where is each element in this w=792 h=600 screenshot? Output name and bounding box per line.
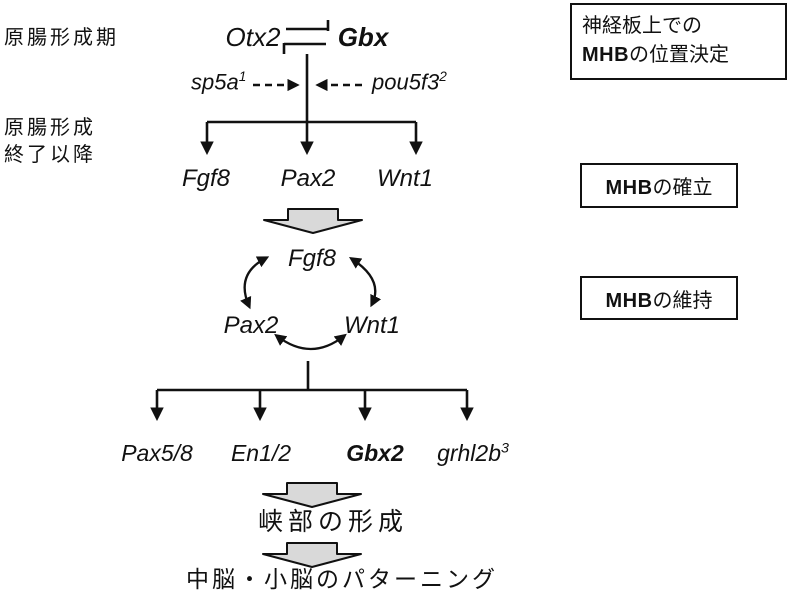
mutual-inhibition-symbol (282, 20, 330, 54)
annotation-establishment-rest: の確立 (652, 177, 713, 199)
maintenance-loop-arrows (240, 256, 382, 350)
gene-grhl2b-footnote: 3 (501, 440, 509, 457)
establishment-branch (200, 120, 423, 156)
gene-pax2-loop: Pax2 (223, 312, 279, 339)
annotation-maintenance-rest: の維持 (652, 289, 713, 312)
stage-label-post-gastrulation-line2: 終了以降 (4, 144, 96, 166)
gene-wnt1-tier1: Wnt1 (376, 165, 434, 192)
block-arrow-to-patterning (262, 542, 362, 568)
annotation-positioning-line1: 神経板上での (582, 15, 702, 37)
outcome-midbrain-cerebellum-patterning: 中脳・小脳のパターニング (186, 566, 498, 592)
gene-gbx: Gbx (337, 22, 389, 52)
annotation-establishment-strong: MHB (605, 177, 653, 199)
stage-label-gastrulation: 原腸形成期 (4, 27, 119, 49)
annotation-box-establishment: MHBの確立 (580, 163, 738, 208)
gene-fgf8-tier1: Fgf8 (181, 165, 231, 192)
stage-label-post-gastrulation-line1: 原腸形成 (4, 117, 96, 139)
annotation-box-positioning: 神経板上での MHBの位置決定 (570, 3, 787, 80)
gene-en1-2: En1/2 (230, 440, 292, 466)
block-arrow-establish-to-maintain (263, 208, 363, 234)
gene-pou5f3-footnote: 2 (439, 69, 447, 84)
gene-wnt1-loop: Wnt1 (343, 312, 401, 339)
gene-pou5f3: pou5f32 (372, 69, 447, 95)
annotation-box-maintenance: MHBの維持 (580, 276, 738, 320)
gene-grhl2b-base: grhl2b (437, 440, 501, 466)
annotation-maintenance-strong: MHB (605, 289, 653, 312)
gene-pax2-tier1: Pax2 (280, 165, 336, 192)
annotation-establishment-text: MHBの確立 (605, 171, 712, 200)
annotation-positioning-rest: の位置決定 (629, 44, 730, 66)
gene-sp5a-base: sp5a (191, 69, 239, 95)
downstream-branch (150, 361, 474, 422)
outcome-isthmus-formation: 峡部の形成 (257, 508, 409, 536)
annotation-positioning-strong: MHB (582, 44, 630, 66)
gene-pou5f3-base: pou5f3 (372, 69, 440, 95)
gene-gbx2: Gbx2 (346, 440, 404, 466)
gene-sp5a: sp5a1 (191, 69, 246, 95)
annotation-maintenance-text: MHBの維持 (605, 284, 712, 313)
annotation-positioning-line2: MHBの位置決定 (582, 41, 785, 70)
gene-otx2: Otx2 (225, 22, 281, 52)
gene-sp5a-footnote: 1 (238, 69, 247, 84)
gene-fgf8-loop: Fgf8 (287, 245, 337, 272)
block-arrow-to-isthmus (262, 482, 362, 508)
gene-pax5-8: Pax5/8 (121, 440, 193, 466)
gene-grhl2b: grhl2b3 (437, 440, 509, 466)
